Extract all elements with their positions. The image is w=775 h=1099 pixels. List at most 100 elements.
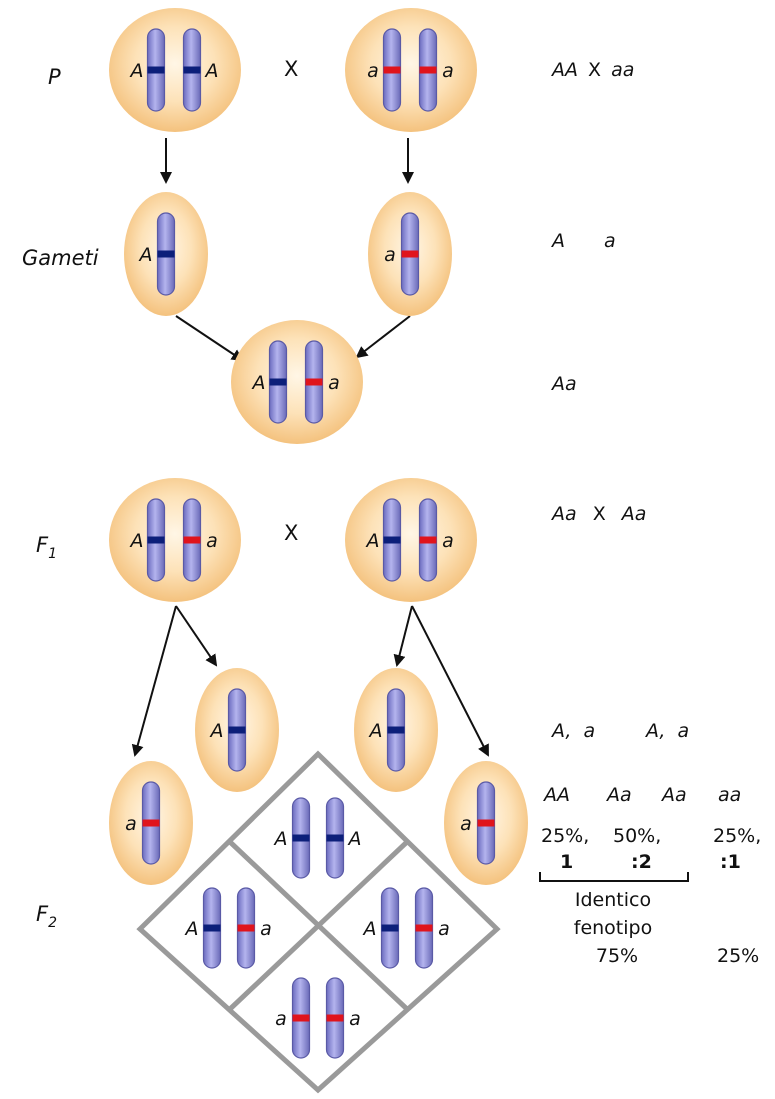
- punnett-cell-AA-allele-left: A: [273, 828, 288, 850]
- p-cell-homozygous-dominant-chromosome-right: [182, 28, 202, 112]
- genotype-aa-dominant: AA: [542, 784, 570, 806]
- p-cell-homozygous-dominant-chromosome-right-dominant-band: [183, 66, 201, 74]
- punnett-cell-Aa-left-chromosome-right: [236, 887, 256, 969]
- punnett-cell-Aa-left-chromosome-left: [202, 887, 222, 969]
- f1-cell-right-chromosome-left: [382, 498, 402, 582]
- phenotype-recessive-percent: 25%: [717, 945, 759, 967]
- f1-cell-right-chromosome-left-dominant-band: [383, 536, 401, 544]
- f2-gamete-left-recessive-chromosome: [141, 781, 161, 865]
- gamete-recessive-allele: a: [384, 244, 396, 266]
- f2-gamete-left-recessive-allele: a: [125, 813, 137, 835]
- punnett-cell-AA-chromosome-right-dominant-band: [326, 834, 344, 842]
- punnett-cell-aa-chromosome-right-recessive-band: [326, 1014, 344, 1022]
- gamete-recessive-chromosome-recessive-band: [401, 250, 419, 258]
- f2-gamete-right-dominant: A: [354, 668, 438, 792]
- p-cross-symbol: X: [284, 57, 298, 81]
- p-cell-homozygous-recessive-chromosome-left-recessive-band: [383, 66, 401, 74]
- ratio-homozygous-recessive: :1: [720, 851, 741, 873]
- label-p: P: [48, 65, 61, 89]
- f2-gametes-right-text: A, a: [644, 720, 689, 742]
- punnett-cell-Aa-left-allele-left: A: [184, 918, 199, 940]
- phenotype-dominant-percent: 75%: [596, 945, 638, 967]
- p-cell-homozygous-dominant-chromosome-left: [146, 28, 166, 112]
- gamete-dominant-chromosome-dominant-band: [157, 250, 175, 258]
- f1-cell-left-chromosome-left: [146, 498, 166, 582]
- punnett-cell-Aa-left-allele-right: a: [260, 918, 272, 940]
- punnett-cell-AA-allele-right: A: [347, 828, 362, 850]
- gamete-recessive: a: [368, 192, 452, 316]
- punnett-cell-Aa-left-chromosome-left-dominant-band: [203, 924, 221, 932]
- f2-gamete-right-recessive-allele: a: [460, 813, 472, 835]
- gametes-a-text: A: [550, 230, 565, 252]
- p-cell-homozygous-recessive-chromosome-right: [418, 28, 438, 112]
- f2-gamete-right-recessive-chromosome-recessive-band: [477, 819, 495, 827]
- punnett-cell-AA-chromosome-left-dominant-band: [292, 834, 310, 842]
- f2-gamete-left-dominant-allele: A: [209, 720, 224, 742]
- gamete-dominant-chromosome: [156, 212, 176, 296]
- hybrid-text: Aa: [550, 373, 577, 395]
- p-cell-homozygous-dominant-membrane: [109, 8, 241, 132]
- f1-cell-right-chromosome-right: [418, 498, 438, 582]
- f1-hybrid-cell-chromosome-left-dominant-band: [269, 378, 287, 386]
- f2-gamete-left-recessive: a: [109, 761, 193, 885]
- f2-gamete-right-dominant-chromosome-dominant-band: [387, 726, 405, 734]
- f1-hybrid-cell-chromosome-left: [268, 340, 288, 424]
- percent-homozygous-recessive: 25%,: [713, 825, 761, 847]
- f1-cell-left-chromosome-right: [182, 498, 202, 582]
- f1-hybrid-cell-allele-left: A: [251, 372, 266, 394]
- arrow-gamete-left-to-hybrid: [175, 315, 244, 362]
- f2-gamete-left-recessive-chromosome-recessive-band: [142, 819, 160, 827]
- p-cell-homozygous-recessive-allele-right: a: [442, 60, 454, 82]
- right-column: AA X aa A a Aa Aa X Aa A, a A, a AA Aa A…: [539, 59, 761, 967]
- punnett-cell-Aa-right-allele-right: a: [438, 918, 450, 940]
- punnett-cell-Aa-right-chromosome-right: [414, 887, 434, 969]
- f1-cell-right-allele-right: a: [442, 530, 454, 552]
- punnett-cell-AA-chromosome-left: [291, 797, 311, 879]
- arrow-f1-right-to-gamete-a: [411, 605, 489, 757]
- punnett-cell-Aa-left-chromosome-right-recessive-band: [237, 924, 255, 932]
- percent-heterozygous: 50%,: [613, 825, 661, 847]
- f1-cross-symbol: X: [284, 521, 298, 545]
- f1-hybrid-cell-chromosome-right: [304, 340, 324, 424]
- genotype-het-1: Aa: [605, 784, 632, 806]
- f1-hybrid-cell-membrane: [231, 320, 363, 444]
- f2-gamete-left-dominant: A: [195, 668, 279, 792]
- punnett-cell-AA-chromosome-right: [325, 797, 345, 879]
- punnett-square: [136, 750, 501, 1094]
- label-f1: F1: [36, 533, 57, 562]
- f1-hybrid-cell-allele-right: a: [328, 372, 340, 394]
- phenotype-label-line2: fenotipo: [574, 917, 652, 939]
- arrows: [131, 138, 489, 757]
- punnett-cell-Aa-right-chromosome-right-recessive-band: [415, 924, 433, 932]
- phenotype-bracket: [539, 872, 689, 882]
- punnett-outer-border: [136, 750, 501, 1094]
- arrow-gamete-right-to-hybrid: [355, 315, 411, 359]
- f1-cross-text: Aa X Aa: [550, 503, 646, 525]
- f1-cell-left-allele-left: A: [129, 530, 144, 552]
- f2-gamete-right-dominant-allele: A: [368, 720, 383, 742]
- punnett-divider-2: [227, 839, 410, 1012]
- arrow-f1-right-to-gamete-A: [393, 605, 413, 667]
- punnett-cell-aa-chromosome-right: [325, 977, 345, 1059]
- label-f2-subscript: 2: [48, 915, 57, 931]
- f2-gamete-right-recessive-chromosome: [476, 781, 496, 865]
- f1-cell-right-allele-left: A: [365, 530, 380, 552]
- gametes-b-text: a: [604, 230, 616, 252]
- ratio-homozygous-dominant: 1: [560, 851, 573, 873]
- genotype-het-2: Aa: [660, 784, 687, 806]
- f1-hybrid-cell-chromosome-right-recessive-band: [305, 378, 323, 386]
- label-f2: F2: [36, 902, 57, 931]
- f1-cell-right-chromosome-right-recessive-band: [419, 536, 437, 544]
- f1-cell-left-membrane: [109, 478, 241, 602]
- f1-cell-left-allele-right: a: [206, 530, 218, 552]
- label-gametes: Gameti: [22, 246, 99, 270]
- punnett-cell-aa-allele-right: a: [349, 1008, 361, 1030]
